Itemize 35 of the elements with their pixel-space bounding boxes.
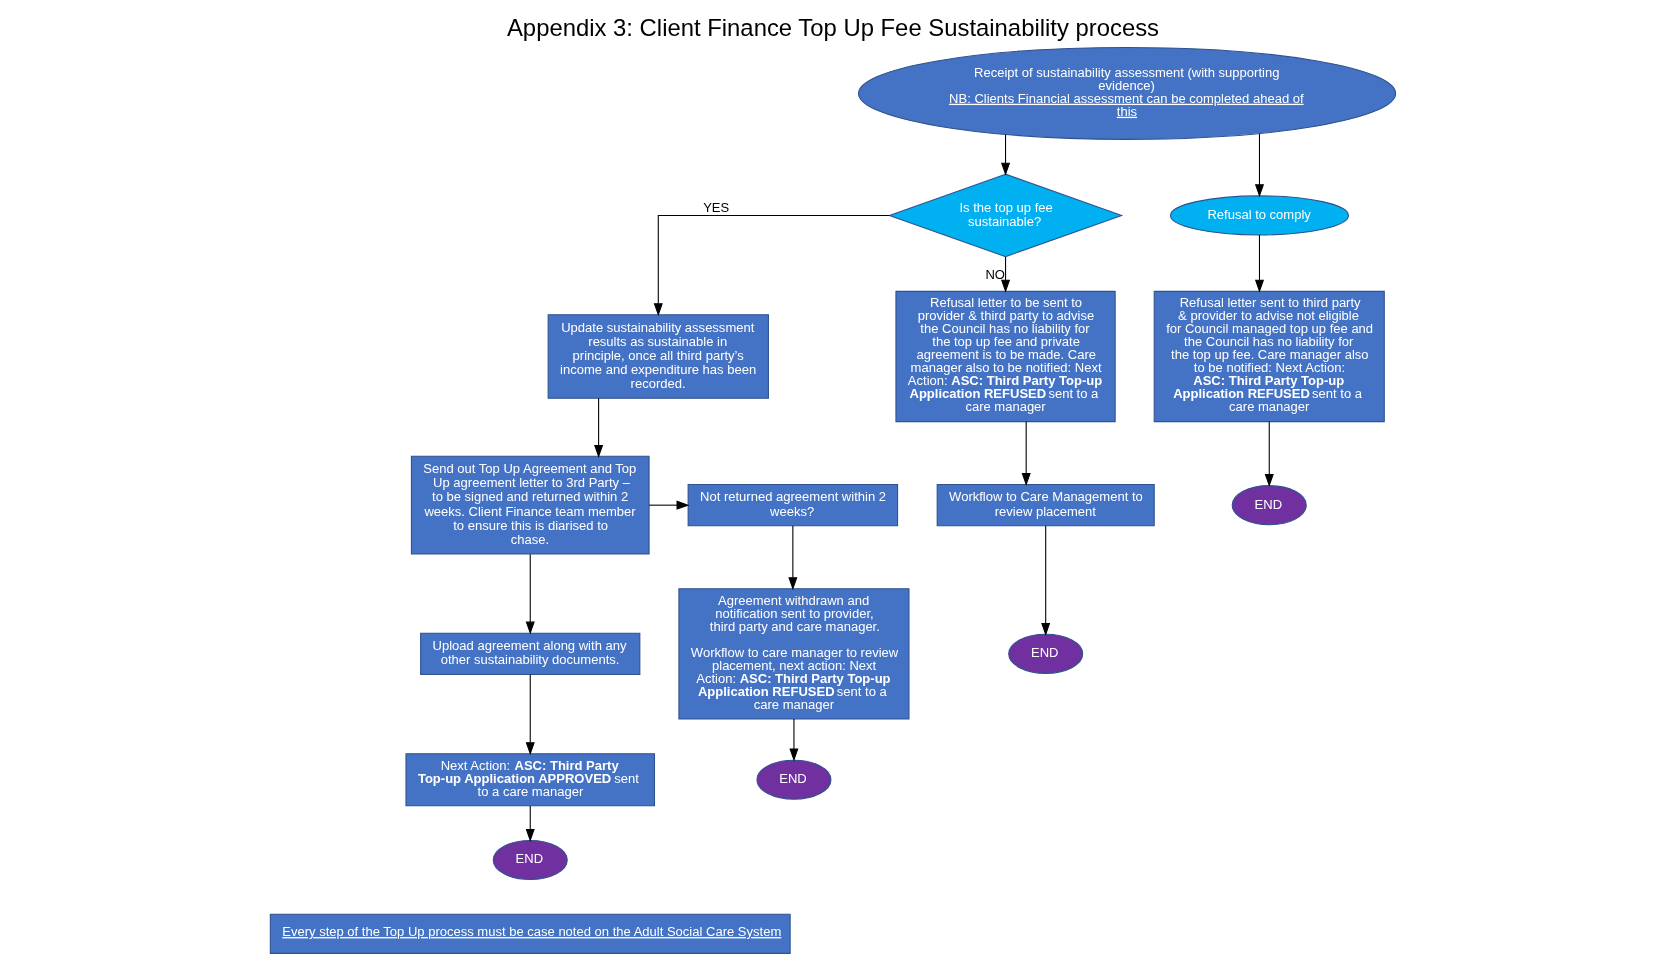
node-box: Refusal letter sent to third party & provider to advise not eligible for Council managed top up fee and the Council has no liability for the top up fee. Care manager also to be notified: Next Action: ASC: Third Party Top-up Application REFUSED sent to a care manager <box>1153 290 1385 423</box>
node-ellipse: Refusal to comply <box>1169 195 1349 236</box>
arrow <box>1021 421 1031 487</box>
arrow <box>1254 234 1265 293</box>
node-ellipse: END <box>756 759 832 800</box>
arrow <box>648 500 690 510</box>
node-box: Next Action: ASC: Third Party Top-up Application APPROVED sent to a care manager <box>405 753 656 807</box>
arrow <box>788 525 798 591</box>
diagram-title: Appendix 3: Client Finance Top Up Fee Sustainability process <box>506 14 1160 42</box>
node-box: Every step of the Top Up process must be case noted on the Adult Social Care System <box>269 913 791 954</box>
arrow <box>1001 134 1011 176</box>
arrow <box>1001 256 1011 293</box>
arrow <box>525 674 535 756</box>
arrow <box>525 805 535 842</box>
edge-label: YES <box>703 199 730 215</box>
arrow <box>594 397 604 458</box>
node-ellipse: END <box>1008 633 1084 674</box>
node-box: Update sustainability assessment results as sustainable in principle, once all third party’s income and expenditure has been recorded. <box>547 314 769 399</box>
arrow <box>1254 133 1265 198</box>
node-ellipse: Receipt of sustainability assessment (with supporting evidence) NB: Clients Financial assessment can be completed ahead of this <box>858 46 1397 140</box>
node-ellipse: END <box>492 839 568 881</box>
edge-label: NO <box>985 267 1006 283</box>
arrow <box>1041 525 1051 636</box>
node-box: Not returned agreement within 2 weeks? <box>687 484 899 527</box>
arrow <box>789 718 799 762</box>
arrow <box>653 214 890 317</box>
node-diamond: Is the top up fee sustainable? <box>887 173 1124 258</box>
arrow <box>1264 421 1274 488</box>
node-box: Agreement withdrawn and notification sent to provider, third party and care manager. Workflow to care manager to review placement, next action: Next Action: ASC: Third Party Top-up Application REFUSED sent to a care manager <box>678 588 910 720</box>
node-ellipse: END <box>1231 485 1307 526</box>
node-box: Send out Top Up Agreement and Top Up agreement letter to 3rd Party – to be signed and returned within 2 weeks. Client Finance team member to ensure this is diarised to chase. <box>410 455 650 555</box>
node-box: Refusal letter to be sent to provider & third party to advise the Council has no liability for the top up fee and private agreement is to be made. Care manager also to be notified: Next Action: ASC: Third Party Top-up Application REFUSED sent to a care manager <box>895 290 1116 423</box>
node-box: Upload agreement along with any other sustainability documents. <box>420 632 641 675</box>
arrow <box>525 553 535 635</box>
node-box: Workflow to Care Management to review placement <box>936 484 1155 527</box>
